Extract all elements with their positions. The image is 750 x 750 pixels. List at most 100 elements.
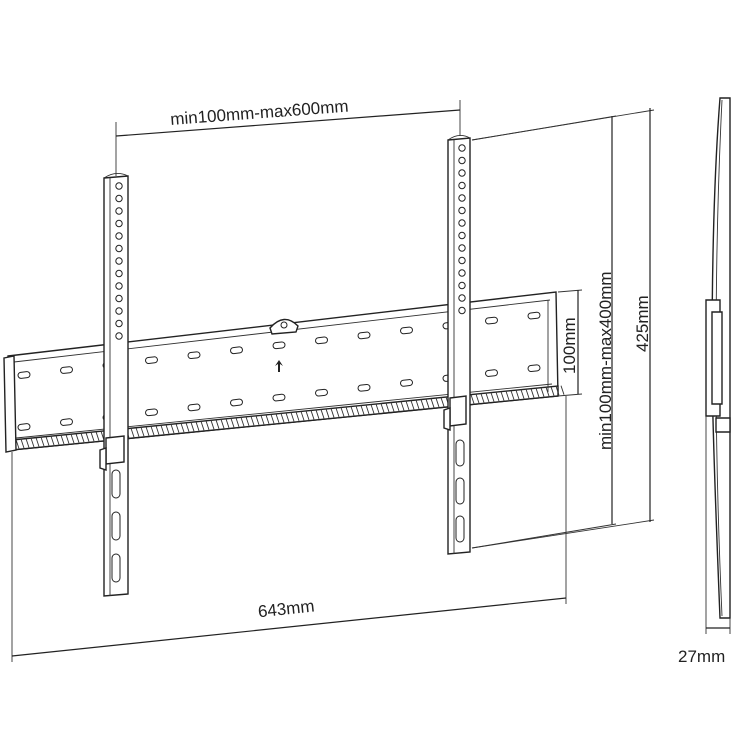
plate-slot [315,336,328,345]
hatch-line [510,390,515,400]
label-total-height: 425mm [633,295,652,352]
dim-bracket-height: 100mm [557,289,583,397]
arm-hole [458,219,466,227]
hatch-line [410,400,415,410]
hatch-line [525,389,530,399]
label-depth: 27mm [678,647,725,666]
side-view: 27mm [678,97,731,666]
hatch-line [530,388,535,398]
hatch-line [435,397,440,408]
hatch-line [85,432,90,442]
plate-slot [357,331,371,340]
plate-slot [400,326,413,335]
hatch-line [165,424,170,434]
plate-slot [230,346,243,355]
hatch-line [35,437,40,447]
hatch-line [135,427,140,437]
plate-slot [527,311,541,320]
hatch-line [265,414,270,425]
hatch-line [420,399,425,409]
hatch-line [545,387,550,397]
plate-slot [485,369,498,377]
plate-slot [315,388,328,397]
hatch-line [50,436,55,446]
hatch-line [320,409,325,419]
arm-hole [115,232,123,240]
hatch-line [40,436,45,447]
arm-hole [458,169,466,177]
plate-slot [272,393,286,402]
hatch-line [190,422,195,432]
hatch-line [65,434,70,444]
hatch-line [130,428,135,438]
arm-hole [115,294,123,303]
hatch-line [285,412,290,423]
arm-hole [115,269,123,278]
arm-hole [115,282,123,290]
hatch-line [205,420,210,430]
hatch-line [345,406,350,417]
hatch-line [90,432,95,442]
right-vertical-arm [443,135,471,555]
hatch-line [210,420,215,430]
hatch-line [235,417,240,427]
hatch-line [475,393,480,404]
hatch-line [515,390,520,400]
hatch-line [275,413,280,424]
hatch-line [335,407,340,418]
hatch-line [260,415,265,425]
left-vertical-arm [99,173,129,597]
hatch-line [225,418,230,428]
arm-hole [458,269,466,277]
arm-hole [458,294,466,302]
hatch-line [505,391,510,401]
arm-hole [115,182,123,190]
arm-hole [115,332,123,340]
hatch-line [520,389,525,399]
hatch-line [535,388,540,398]
arm-hole [115,194,123,203]
arm-hole [115,319,123,328]
arm-hole [458,281,466,290]
arm-hole [458,244,466,252]
horizontal-wall-plate [3,291,565,453]
arm-hole [458,306,466,315]
plate-slot [485,316,498,325]
hatch-line [240,417,245,427]
arm-hole [115,257,123,265]
plate-slot [17,371,31,379]
hatch-line [415,399,420,410]
hatch-line [185,422,190,432]
hatch-line [255,415,260,426]
arm-hole [115,244,123,253]
hatch-line [330,408,335,418]
hatch-line [215,419,220,429]
plate-slot [527,364,541,373]
hatch-line [390,402,395,412]
plate-slot [230,398,243,407]
hatch-line [370,404,375,414]
hatch-line [150,426,155,436]
hatch-line [425,398,430,409]
hatch-line [405,400,410,411]
arm-hole [458,144,466,152]
hatch-line [490,392,495,402]
hatch-line [470,394,475,404]
label-vertical-spacing: min100mm-max400mm [596,271,615,450]
arm-hole [458,156,466,165]
hatch-line [245,416,250,426]
hatch-line [350,406,355,416]
hatch-line [180,423,185,433]
hatch-line [485,392,490,403]
hatch-line [540,387,545,397]
hatch-line [340,407,345,417]
hatch-line [55,435,60,445]
plate-slot [187,403,201,412]
hatch-line [60,435,65,445]
hatch-line [70,434,75,444]
hatch-line [500,391,505,401]
arm-hole [115,307,123,315]
arm-hole [458,206,466,215]
hatch-line [75,433,80,443]
hatch-line [300,411,305,421]
